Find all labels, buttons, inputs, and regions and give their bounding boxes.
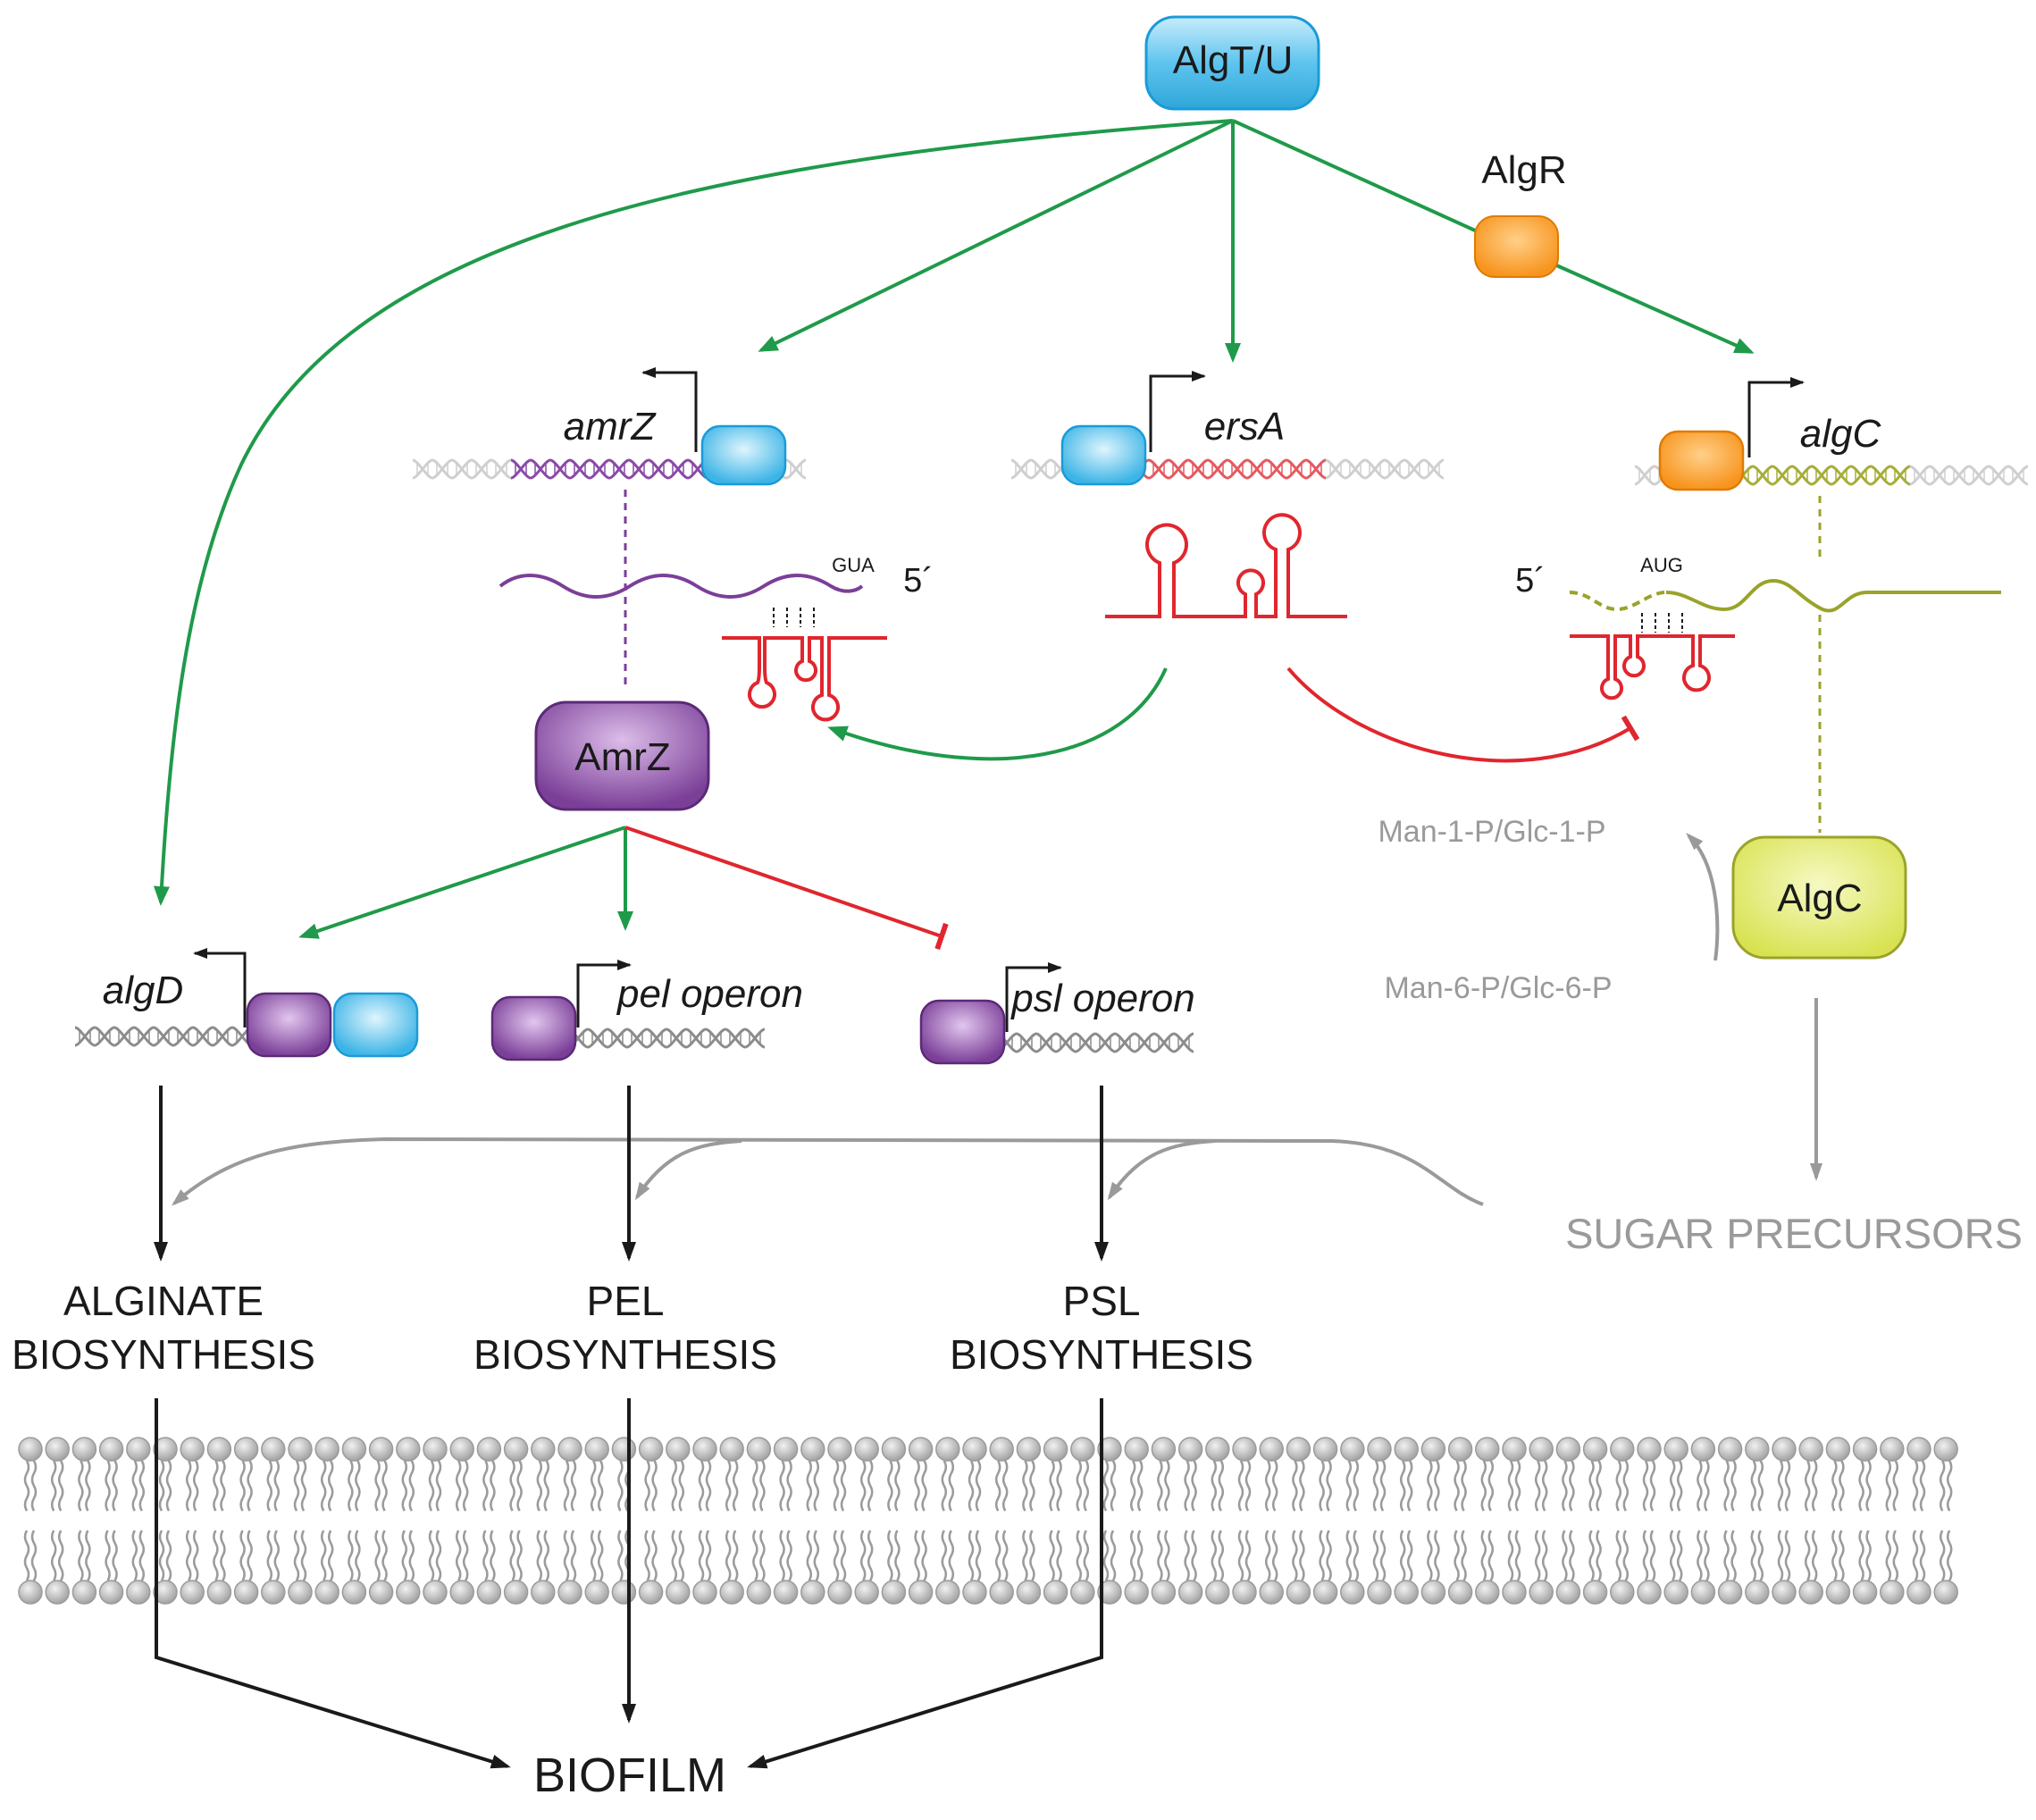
amrz-regulation-arrows xyxy=(298,826,949,951)
ersa-rna-bound-algc xyxy=(1570,634,1735,700)
base-pairing-amrz xyxy=(773,608,815,627)
man1p-label: Man-1-P/Glc-1-P xyxy=(1378,815,1605,849)
algtu-bound-ersa-promoter xyxy=(1060,424,1147,486)
algc-promoter-arrow xyxy=(1747,377,1805,457)
amrz-mrna: GUA 5´ xyxy=(499,554,934,627)
algc-mrna: AUG 5´ xyxy=(1515,554,2001,633)
man6p-label: Man-6-P/Glc-6-P xyxy=(1384,971,1612,1005)
algd-gene-label: algD xyxy=(103,969,184,1012)
biosynthesis-arrows xyxy=(154,1086,1109,1262)
ersa-represses-algc-bar xyxy=(1286,667,1640,763)
algr-protein xyxy=(1474,215,1559,278)
sugar-feed-pel xyxy=(634,1139,742,1201)
biofilm-export-arrows xyxy=(155,1398,1103,1769)
algtu-label: AlgT/U xyxy=(1173,38,1293,82)
alginate-label-1: ALGINATE xyxy=(63,1278,264,1324)
algtu-activation-arrows xyxy=(153,119,1755,906)
biosynthesis-labels: ALGINATE BIOSYNTHESIS PEL BIOSYNTHESIS P… xyxy=(12,1278,1253,1378)
ersa-activates-amrz-arrow xyxy=(827,667,1168,761)
biofilm-label: BIOFILM xyxy=(533,1749,726,1802)
sugar-feed-alginate xyxy=(171,1136,1484,1206)
algc-enzyme-label: AlgC xyxy=(1777,876,1862,920)
pel-label-1: PEL xyxy=(587,1278,665,1324)
five-prime-label-amrz: 5´ xyxy=(903,562,934,600)
arrow-algtu-to-algr-line xyxy=(1232,119,1484,236)
ersa-srna-structure xyxy=(1105,513,1347,618)
algr-bound-algc-promoter xyxy=(1658,430,1745,491)
sugar-feed-psl xyxy=(1107,1139,1216,1201)
algr-label: AlgR xyxy=(1481,148,1566,192)
ersa-gene-locus: ersA xyxy=(1010,371,1445,486)
algtu-protein: AlgT/U xyxy=(1144,15,1320,111)
algc-isomerization-arrow xyxy=(1686,833,1720,961)
pel-promoter-arrow xyxy=(576,960,632,1027)
amrz-represses-psl xyxy=(624,826,949,951)
algtu-bound-amrz-promoter xyxy=(700,424,787,486)
algc-gene-label: algC xyxy=(1800,412,1882,456)
psl-label-1: PSL xyxy=(1063,1278,1141,1324)
algd-dna xyxy=(73,1026,254,1047)
five-prime-label-algc: 5´ xyxy=(1515,562,1546,600)
algc-enzyme: AlgC xyxy=(1731,835,1907,960)
cell-membrane xyxy=(17,1436,1959,1606)
ersa-promoter-arrow xyxy=(1149,371,1206,452)
algc-gene-locus: algC xyxy=(1633,377,2030,491)
aug-codon-label: AUG xyxy=(1640,554,1683,576)
amrz-bound-psl xyxy=(919,999,1006,1065)
pel-operon-locus: pel operon xyxy=(490,960,803,1061)
pel-operon-label: pel operon xyxy=(616,972,803,1016)
sugar-precursors-label: SUGAR PRECURSORS xyxy=(1565,1210,2023,1257)
amrz-protein: AmrZ xyxy=(534,700,710,811)
psl-dna xyxy=(995,1032,1195,1053)
pel-label-2: BIOSYNTHESIS xyxy=(473,1331,777,1378)
psl-label-2: BIOSYNTHESIS xyxy=(950,1331,1253,1378)
psl-operon-locus: psl operon xyxy=(919,962,1195,1065)
gua-codon-label: GUA xyxy=(832,554,875,576)
alginate-label-2: BIOSYNTHESIS xyxy=(12,1331,315,1378)
amrz-bound-algd xyxy=(246,992,332,1058)
arrow-algtu-to-algd xyxy=(153,119,1234,906)
base-pairing-algc xyxy=(1641,613,1683,633)
ersa-rna-bound-amrz xyxy=(722,636,887,722)
algtu-bound-algd xyxy=(332,992,419,1058)
arrow-algtu-to-amrz xyxy=(758,119,1234,352)
ersa-gene-label: ersA xyxy=(1204,405,1285,449)
sugar-precursor-feed-lines xyxy=(171,1136,1484,1206)
algd-promoter-arrow xyxy=(193,948,247,1027)
pel-dna xyxy=(566,1027,767,1049)
arrow-algr-to-algc xyxy=(1554,263,1755,354)
psl-operon-label: psl operon xyxy=(1010,977,1194,1020)
amrz-promoter-arrow xyxy=(641,367,698,452)
psl-to-biofilm xyxy=(747,1398,1103,1769)
amrz-bound-pel xyxy=(490,995,577,1061)
algd-gene-locus: algD xyxy=(73,948,419,1058)
amrz-gene-locus: amrZ xyxy=(411,367,808,486)
amrz-gene-label: amrZ xyxy=(564,405,658,449)
amrz-protein-label: AmrZ xyxy=(574,735,671,779)
amrz-activates-algd xyxy=(298,826,626,939)
alginate-to-biofilm xyxy=(155,1398,511,1769)
psl-promoter-arrow xyxy=(1005,962,1062,1032)
